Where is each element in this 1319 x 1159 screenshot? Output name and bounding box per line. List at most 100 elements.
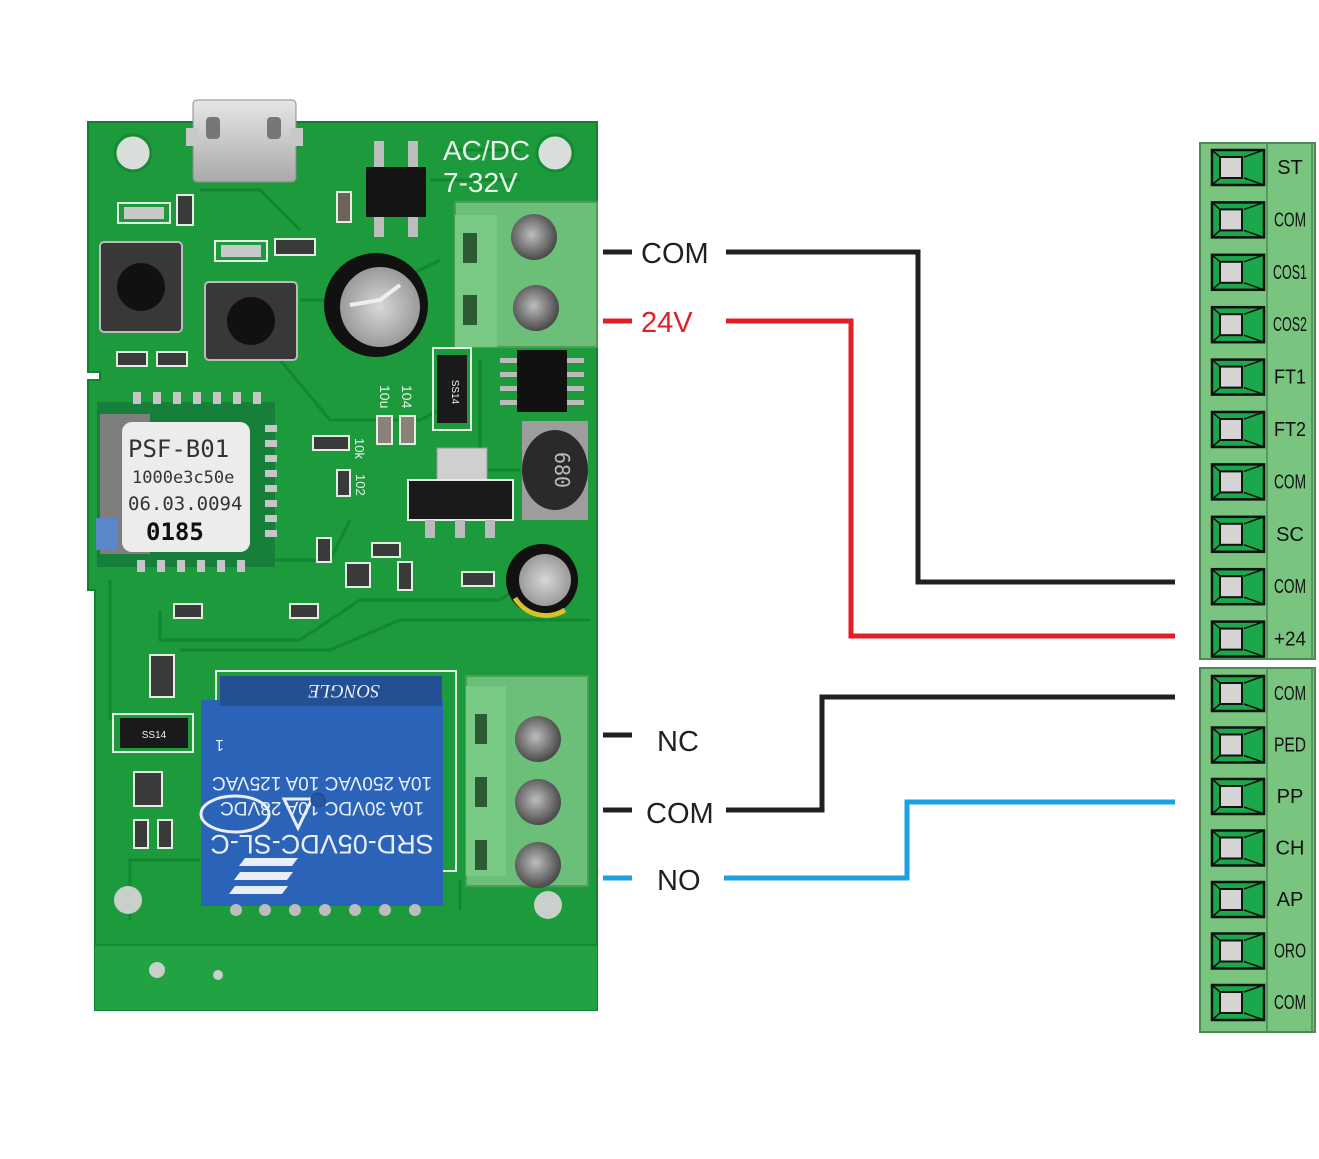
terminal-ped: PED: [1210, 726, 1306, 764]
terminal-slot-bevel: [1211, 984, 1265, 1021]
terminal-pp: PP: [1210, 777, 1304, 816]
terminal-slot-bevel: [1211, 149, 1265, 186]
terminal-ft2: FT2: [1210, 410, 1306, 449]
terminal-label: COM: [1274, 992, 1306, 1014]
terminal-sc: SC: [1210, 515, 1304, 554]
label-power-com: COM: [641, 238, 709, 270]
terminal-slot-bevel: [1211, 306, 1265, 343]
terminal-hole: [1219, 733, 1243, 757]
terminal-hole: [1219, 208, 1243, 232]
diode-marking: SS14: [142, 730, 167, 741]
terminal-slot-bevel: [1211, 620, 1265, 658]
inductor-marking: 680: [550, 452, 574, 488]
terminal-hole: [1219, 888, 1243, 911]
smd-resistor-10k: [312, 435, 350, 451]
terminal-label: COM: [1274, 683, 1306, 705]
smd-resistor: [274, 238, 316, 256]
micro-usb-port: [186, 99, 303, 183]
power-inductor: 680: [522, 421, 588, 520]
voltage-range-marking: 7-32V: [443, 167, 518, 198]
power-input-marking: AC/DC: [443, 135, 530, 166]
status-led: [117, 202, 171, 224]
terminal-hole: [1219, 627, 1243, 651]
terminal-24: +24: [1210, 620, 1306, 658]
mounting-hole: [535, 133, 575, 173]
resistor-10k-label: 10k: [352, 438, 367, 459]
push-button: [204, 281, 298, 361]
terminal-screw-no: [515, 842, 561, 888]
terminal-com: COM: [1210, 567, 1306, 606]
relay-rating-ac: 10A 250VAC 10A 125VAC: [212, 772, 432, 793]
terminal-hole: [1219, 156, 1243, 179]
terminal-slot-bevel: [1211, 675, 1265, 712]
wifi-module: PSF-B01 1000e3c50e 06.03.0094 0185: [96, 392, 277, 572]
wire-relay-com: [726, 694, 1175, 813]
pcb-bottom-edge: [95, 945, 597, 1010]
bridge-rectifier: [366, 141, 426, 237]
terminal-hole: [1219, 575, 1243, 599]
terminal-hole: [1219, 522, 1243, 546]
terminal-oro: ORO: [1210, 932, 1306, 970]
terminal-label: COS2: [1273, 314, 1307, 336]
electrolytic-capacitor: [506, 544, 578, 618]
relay-rating-dc: 10A 30VDC 10A 28VDC: [220, 797, 424, 818]
terminal-label: COM: [1274, 209, 1306, 231]
label-relay-com: COM: [646, 798, 714, 830]
terminal-slot-bevel: [1211, 516, 1265, 553]
mounting-hole: [213, 970, 223, 980]
relay-pin-mark: 1: [215, 736, 224, 753]
schottky-diode: SS14: [112, 713, 194, 753]
module-label-sticker: [122, 422, 250, 552]
terminal-hole: [1219, 470, 1243, 494]
terminal-slot-bevel: [1211, 463, 1265, 501]
terminal-com: COM: [1210, 201, 1306, 239]
label-power-24v: 24V: [641, 307, 693, 339]
wire-24v: [726, 318, 1175, 639]
terminal-label: +24: [1274, 629, 1306, 651]
terminal-label: SC: [1276, 524, 1304, 546]
label-relay-nc: NC: [657, 726, 699, 758]
relay-model: SRD-05VDC-SL-C: [210, 829, 434, 859]
terminal-hole: [1219, 785, 1243, 808]
songle-logo-icon: [229, 858, 298, 894]
terminal-slot-bevel: [1211, 829, 1265, 867]
terminal-hole: [1219, 682, 1243, 705]
terminal-label: COM: [1274, 471, 1306, 493]
smd-capacitor: [336, 191, 352, 223]
smd-resistor: [176, 194, 194, 226]
module-batch: 0185: [146, 518, 204, 546]
terminal-label: PP: [1277, 786, 1304, 808]
relay-module-board: AC/DC 7-32V: [87, 99, 598, 1011]
terminal-screw-com: [511, 214, 557, 260]
terminal-screw-com: [515, 779, 561, 825]
terminal-label: CH: [1276, 838, 1305, 860]
terminal-slot-bevel: [1211, 568, 1265, 605]
smd-components: [116, 351, 495, 849]
terminal-slot-bevel: [1211, 358, 1265, 396]
terminal-slot-bevel: [1211, 932, 1265, 970]
resistor-102-label: 102: [353, 474, 368, 496]
terminal-label: ORO: [1274, 941, 1306, 963]
wire-power-com: [726, 249, 1175, 585]
smd-capacitor-10u: [376, 415, 393, 445]
label-relay-no: NO: [657, 865, 701, 897]
relay-brand: SONGLE: [308, 680, 380, 701]
terminal-slot-bevel: [1211, 726, 1265, 764]
smd-capacitor-104: [399, 415, 416, 445]
terminal-label: FT1: [1274, 367, 1306, 389]
push-button: [99, 241, 183, 333]
terminal-label: ST: [1277, 157, 1303, 179]
regulator-ic: [500, 350, 584, 412]
terminal-label: COM: [1274, 576, 1306, 598]
terminal-ap: AP: [1210, 880, 1303, 919]
terminal-slot-bevel: [1211, 411, 1265, 448]
ldo-regulator: [407, 447, 514, 538]
wire-no: [724, 799, 1175, 881]
capacitor-10u-label: 10u: [377, 385, 393, 408]
relay-terminal-block: [465, 675, 589, 888]
diode-marking: SS14: [449, 380, 460, 405]
terminal-com: COM: [1210, 674, 1306, 713]
mounting-hole: [113, 133, 153, 173]
